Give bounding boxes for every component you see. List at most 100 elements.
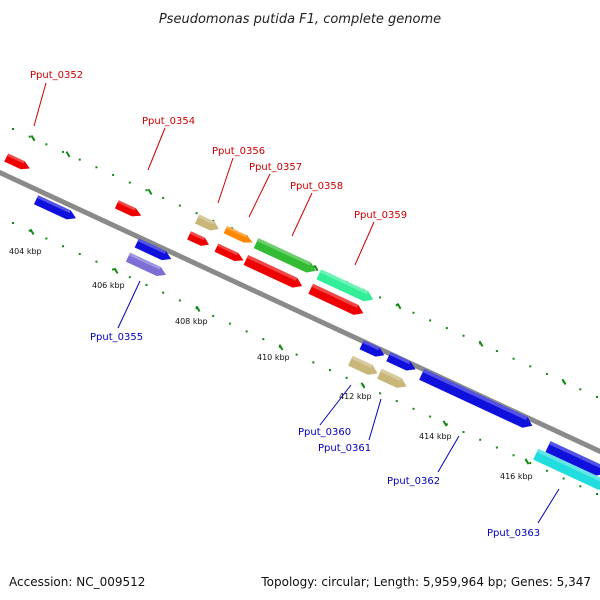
tick-label-404: 404 kbp [9, 247, 42, 256]
pput-0358-arrow[interactable] [253, 238, 318, 276]
pput-0357-arrow[interactable] [223, 226, 255, 246]
upper-scale-dot [395, 304, 398, 307]
upper-scale-major-tick [30, 135, 36, 142]
lower-scale-dot [596, 493, 598, 495]
lower-scale-dot [78, 252, 81, 255]
lower-scale-dot [312, 361, 315, 364]
tick-label-414: 414 kbp [419, 432, 452, 441]
red-feature-4[interactable] [214, 243, 246, 265]
lower-scale-dot [512, 454, 515, 457]
tick-label-410: 410 kbp [257, 353, 290, 362]
pput-0362-arrow[interactable] [419, 368, 535, 431]
label-leader-line [437, 435, 460, 473]
upper-scale-dot [579, 388, 582, 391]
blue-feature-8[interactable] [386, 352, 417, 374]
gene-label-pput-0362[interactable]: Pput_0362 [387, 476, 440, 487]
upper-scale-dot [95, 166, 98, 169]
lower-scale-dot [545, 469, 548, 472]
upper-scale-dot [545, 373, 548, 376]
lower-scale-dot [178, 299, 181, 302]
lower-scale-major-tick [195, 305, 201, 312]
gene-label-pput-0356[interactable]: Pput_0356 [212, 146, 265, 157]
forward-gene-labels: Pput_0352 Pput_0354 Pput_0356 Pput_0357 … [30, 70, 407, 221]
upper-scale-dot [28, 135, 31, 138]
tick-label-412: 412 kbp [339, 392, 372, 401]
upper-scale-dot [145, 189, 148, 192]
lower-scale-major-tick [278, 344, 284, 351]
pput-0359-arrow[interactable] [316, 269, 375, 304]
lower-scale-dot [345, 376, 348, 379]
label-leader-line [319, 384, 352, 426]
scale-labels: 404 kbp 406 kbp 408 kbp 410 kbp 412 kbp … [9, 247, 533, 481]
blue-feature-2[interactable] [134, 238, 174, 263]
upper-scale-major-tick [561, 378, 567, 385]
gene-features [4, 153, 600, 494]
blue-feature-9[interactable] [545, 441, 600, 479]
upper-scale-dot [178, 204, 181, 207]
lower-scale-dot [529, 462, 532, 465]
label-leaders [33, 82, 560, 524]
upper-scale-dot [429, 319, 432, 322]
label-leader-line [217, 157, 234, 204]
gene-label-pput-0352[interactable]: Pput_0352 [30, 70, 83, 81]
lower-scale-dot [45, 237, 48, 240]
lower-scale-dot [395, 400, 398, 403]
lower-scale-dot [329, 369, 332, 372]
upper-scale-dot [412, 311, 415, 314]
upper-scale-dot [512, 357, 515, 360]
lower-scale-dot [228, 322, 231, 325]
upper-scale-dot [162, 196, 165, 199]
lower-scale-major-tick [29, 228, 35, 235]
lower-scale-dot [579, 485, 582, 488]
gene-label-pput-0358[interactable]: Pput_0358 [290, 181, 343, 192]
lower-scale-dot [462, 431, 465, 434]
blue-feature-7[interactable] [359, 340, 387, 360]
upper-scale-major-tick [478, 340, 484, 347]
label-leader-line [368, 398, 382, 441]
gene-label-pput-0363[interactable]: Pput_0363 [487, 528, 540, 539]
label-leader-line [354, 221, 375, 266]
upper-scale-dot [495, 350, 498, 353]
lower-scale-dot [429, 415, 432, 418]
gene-label-pput-0359[interactable]: Pput_0359 [354, 210, 407, 221]
pput-0354-arrow[interactable] [114, 200, 143, 220]
red-feature-5[interactable] [243, 254, 305, 291]
upper-scale-dot [45, 143, 48, 146]
lower-scale-major-tick [360, 382, 366, 389]
upper-scale-dot [462, 334, 465, 337]
lower-scale-dot [445, 423, 448, 426]
label-leader-line [248, 173, 271, 218]
pput-0355-arrow[interactable] [125, 252, 168, 280]
lower-scale-dot [379, 392, 382, 395]
upper-scale-dot [62, 150, 65, 153]
khaki-feature-1[interactable] [195, 214, 221, 233]
pput-0352-arrow[interactable] [4, 153, 31, 172]
label-leader-line [117, 280, 141, 329]
lower-scale-dot [145, 283, 148, 286]
upper-scale-major-tick [396, 303, 402, 310]
pput-0361-arrow[interactable] [377, 368, 409, 392]
genome-summary-text: Topology: circular; Length: 5,959,964 bp… [260, 575, 591, 589]
pput-0353-arrow[interactable] [33, 195, 78, 223]
label-leader-line [147, 127, 166, 171]
pput-0360-arrow[interactable] [348, 355, 380, 379]
gene-label-pput-0354[interactable]: Pput_0354 [142, 116, 195, 127]
gene-label-pput-0361[interactable]: Pput_0361 [318, 443, 371, 454]
lower-scale-dot [562, 477, 565, 480]
upper-scale-major-tick [65, 151, 71, 158]
upper-scale-dot [128, 181, 131, 184]
gene-label-pput-0360[interactable]: Pput_0360 [298, 427, 351, 438]
red-feature-3[interactable] [187, 231, 211, 248]
gene-label-pput-0357[interactable]: Pput_0357 [249, 162, 302, 173]
lower-scale-dot [262, 338, 265, 341]
upper-scale-dot [78, 158, 81, 161]
gene-label-pput-0355[interactable]: Pput_0355 [90, 332, 143, 343]
lower-scale-dot [112, 268, 115, 271]
lower-scale-dot [12, 222, 14, 224]
lower-scale-dot [128, 276, 131, 279]
pput-0363-arrow[interactable] [533, 448, 600, 494]
red-feature-6[interactable] [308, 283, 365, 318]
tick-label-416: 416 kbp [500, 472, 533, 481]
lower-scale-dot [162, 291, 165, 294]
